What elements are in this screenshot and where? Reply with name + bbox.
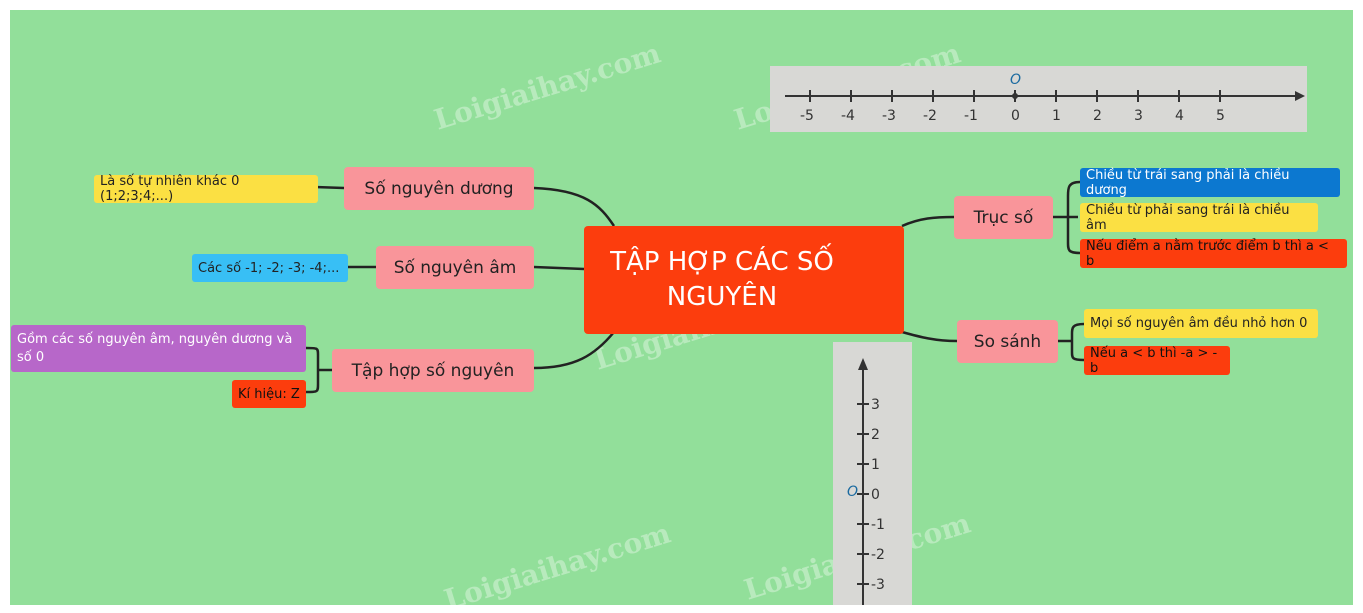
leaf-axis-order[interactable]: Nếu điểm a nằm trước điểm b thì a < b <box>1080 238 1347 269</box>
central-topic-title: TẬP HỢP CÁC SỐ NGUYÊN <box>610 247 834 312</box>
tick-label: -2 <box>871 547 885 563</box>
tick-label: -3 <box>882 108 896 124</box>
leaf-text: Các số -1; -2; -3; -4;... <box>198 260 340 276</box>
tick-label: -3 <box>871 577 885 593</box>
tick-label: -1 <box>871 517 885 533</box>
branch-integer-set[interactable]: Tập hợp số nguyên <box>332 349 534 392</box>
leaf-text: Nếu a < b thì -a > -b <box>1090 345 1218 376</box>
leaf-integer-set-definition[interactable]: Gồm các số nguyên âm, nguyên dương và số… <box>11 325 306 372</box>
tick-label: -1 <box>964 108 978 124</box>
tick-label: -4 <box>841 108 855 124</box>
leaf-text: Kí hiệu: Z <box>238 386 300 402</box>
horizontal-number-line: -5 -4 -3 -2 -1 0 1 2 3 4 5 O <box>770 66 1307 132</box>
leaf-axis-positive-direction[interactable]: Chiều từ trái sang phải là chiều dương <box>1080 167 1340 198</box>
leaf-text: Nếu điểm a nằm trước điểm b thì a < b <box>1086 238 1329 269</box>
central-topic[interactable]: TẬP HỢP CÁC SỐ NGUYÊN <box>584 226 904 334</box>
tick-label: 0 <box>1011 108 1020 124</box>
tick-label: 2 <box>871 427 880 443</box>
tick-label: 4 <box>1175 108 1184 124</box>
branch-comparison[interactable]: So sánh <box>957 320 1058 363</box>
origin-label: O <box>1010 72 1021 88</box>
leaf-compare-negative-zero[interactable]: Mọi số nguyên âm đều nhỏ hơn 0 <box>1084 309 1318 338</box>
branch-label: Tập hợp số nguyên <box>351 360 515 381</box>
connector-lines <box>305 180 1085 394</box>
leaf-text: Mọi số nguyên âm đều nhỏ hơn 0 <box>1090 316 1308 331</box>
tick-label: 2 <box>1093 108 1102 124</box>
leaf-axis-negative-direction[interactable]: Chiều từ phải sang trái là chiều âm <box>1080 202 1318 233</box>
tick-label: 0 <box>871 487 880 503</box>
branch-label: Số nguyên âm <box>393 257 517 278</box>
branch-negative-integers[interactable]: Số nguyên âm <box>376 246 534 289</box>
vertical-number-line: 3 2 1 0 -1 -2 -3 O <box>833 342 912 605</box>
tick-label: 5 <box>1216 108 1225 124</box>
tick-label: 1 <box>1052 108 1061 124</box>
leaf-positive-definition[interactable]: Là số tự nhiên khác 0 (1;2;3;4;...) <box>94 174 318 204</box>
leaf-compare-opposite[interactable]: Nếu a < b thì -a > -b <box>1084 345 1230 376</box>
tick-label: 3 <box>1134 108 1143 124</box>
branch-label: Số nguyên dương <box>364 178 514 199</box>
branch-label: Trục số <box>973 207 1034 228</box>
leaf-negative-examples[interactable]: Các số -1; -2; -3; -4;... <box>192 254 348 282</box>
mindmap-canvas: Loigiaihay.com Loigiaihay.com Loigiaihay… <box>10 10 1353 605</box>
branch-positive-integers[interactable]: Số nguyên dương <box>344 167 534 210</box>
tick-label: -5 <box>800 108 814 124</box>
tick-label: 3 <box>871 397 880 413</box>
branch-number-axis[interactable]: Trục số <box>954 196 1053 239</box>
leaf-integer-set-symbol[interactable]: Kí hiệu: Z <box>232 380 306 408</box>
tick-label: 1 <box>871 457 880 473</box>
leaf-text: Chiều từ phải sang trái là chiều âm <box>1086 202 1290 233</box>
leaf-text: Gồm các số nguyên âm, nguyên dương và số… <box>17 331 293 365</box>
origin-label: O <box>847 484 858 500</box>
tick-label: -2 <box>923 108 937 124</box>
branch-label: So sánh <box>973 331 1042 352</box>
leaf-text: Là số tự nhiên khác 0 (1;2;3;4;...) <box>100 174 240 204</box>
leaf-text: Chiều từ trái sang phải là chiều dương <box>1086 167 1290 198</box>
